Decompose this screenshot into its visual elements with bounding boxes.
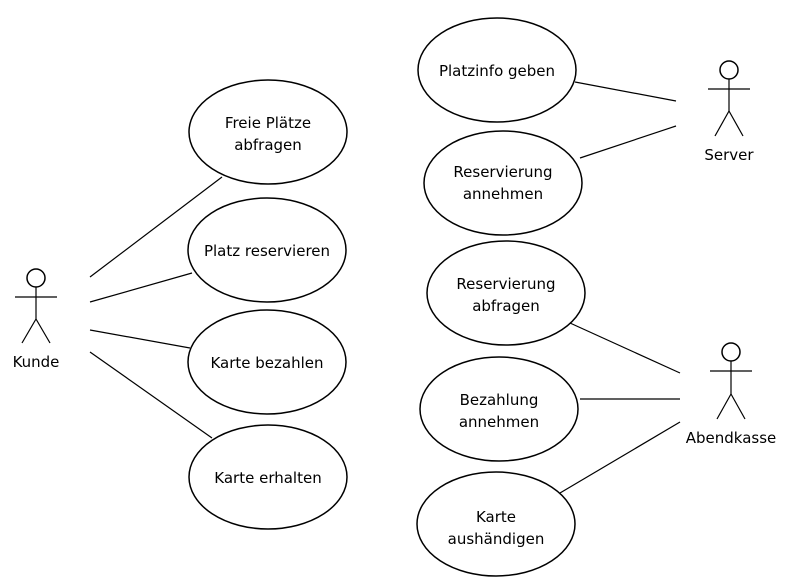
use-case-label: Karte bezahlen [210,354,323,372]
actor-left-leg [714,110,730,137]
assoc-kunde-freie-plaetze [89,176,223,278]
assoc-kunde-karte-erhalten [89,351,213,439]
actor-label-kunde: Kunde [13,353,60,371]
actor-kunde: Kunde [13,268,60,371]
actor-head [26,268,46,288]
assoc-server-reservierung-annehmen [579,125,677,159]
use-case-label-line2: annehmen [459,413,539,431]
use-case-reservierung-abfragen: Reservierung abfragen [426,240,586,346]
use-case-label: Platzinfo geben [439,62,555,80]
assoc-abendkasse-reservierung-abfragen [569,322,681,374]
actor-label-server: Server [704,146,754,164]
use-case-label: Platz reservieren [204,242,330,260]
actor-right-leg [730,393,746,420]
use-case-label-line1: Reservierung [456,275,555,293]
use-case-label-line2: abfragen [472,297,540,315]
actor-head [719,60,739,80]
actor-left-leg [716,393,732,420]
use-case-label-line1: Reservierung [453,163,552,181]
actor-server: Server [704,60,754,164]
actor-head [721,342,741,362]
use-case-label-line1: Freie Plätze [225,114,311,132]
assoc-kunde-platz-reservieren [89,272,193,303]
actor-left-leg [21,318,37,344]
use-case-platz-reservieren: Platz reservieren [187,197,347,303]
use-case-label-line2: abfragen [234,136,302,154]
use-case-freie-plaetze-abfragen: Freie Plätze abfragen [188,79,348,185]
associations [89,81,681,494]
use-case-karte-erhalten: Karte erhalten [188,424,348,530]
use-case-bezahlung-annehmen: Bezahlung annehmen [419,356,579,462]
actor-label-abendkasse: Abendkasse [686,429,777,447]
assoc-server-platzinfo [574,81,677,102]
actor-abendkasse: Abendkasse [686,342,777,447]
assoc-kunde-karte-bezahlen [89,329,191,349]
actor-right-leg [35,318,51,344]
use-case-karte-aushaendigen: Karte aushändigen [416,471,576,577]
use-case-label-line2: aushändigen [448,530,545,548]
assoc-abendkasse-karte-aushaendigen [559,421,681,494]
use-case-karte-bezahlen: Karte bezahlen [187,309,347,415]
use-case-label: Karte erhalten [214,469,321,487]
actor-right-leg [728,110,744,137]
use-case-platzinfo-geben: Platzinfo geben [417,17,577,123]
use-case-reservierung-annehmen: Reservierung annehmen [423,130,583,236]
use-case-label-line2: annehmen [463,185,543,203]
use-case-label-line1: Bezahlung [460,391,539,409]
use-case-label-line1: Karte [476,508,516,526]
